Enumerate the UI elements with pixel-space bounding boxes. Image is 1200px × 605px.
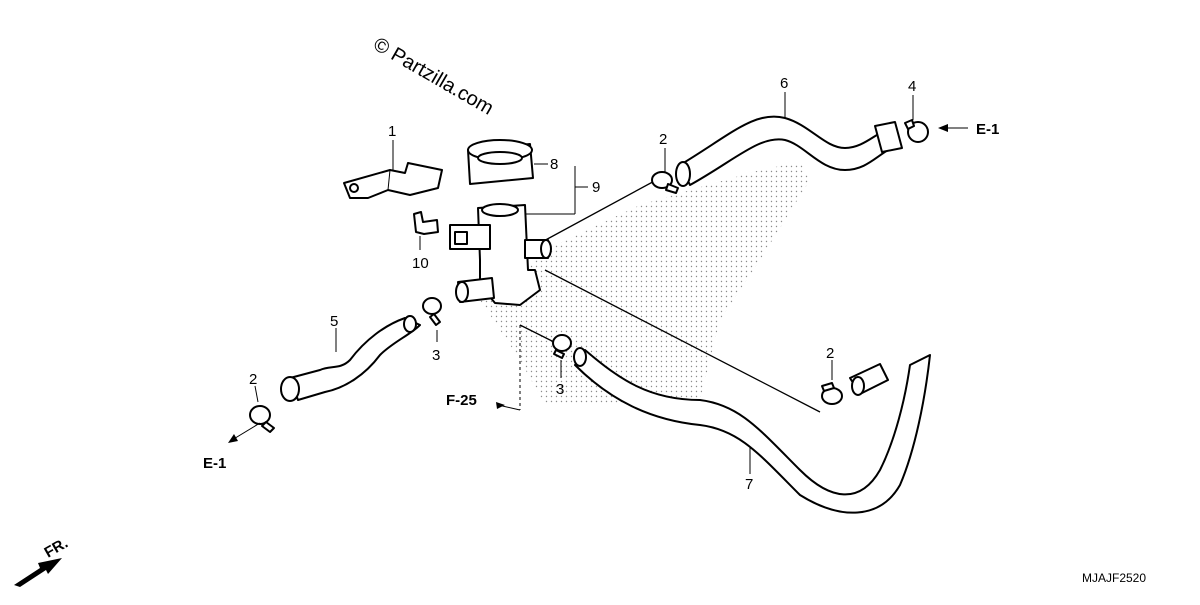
callout-2-right: 2 <box>826 345 834 362</box>
clamp-part-2-top <box>651 171 679 194</box>
rubber-mount-part-8 <box>467 139 534 185</box>
arrow-e1-right <box>938 124 968 132</box>
hose-part-7 <box>573 347 931 514</box>
callout-4: 4 <box>908 78 916 95</box>
callout-1: 1 <box>388 123 396 140</box>
ref-f25: F-25 <box>446 392 477 409</box>
ref-e1-left: E-1 <box>203 455 226 472</box>
callout-7: 7 <box>745 476 753 493</box>
ref-e1-right: E-1 <box>976 121 999 138</box>
bolt-part-10 <box>413 211 439 235</box>
callout-6: 6 <box>780 75 788 92</box>
clamp-part-3-left <box>422 297 442 326</box>
callout-3-mid: 3 <box>556 381 564 398</box>
diagram-code: MJAJF2520 <box>1082 571 1146 585</box>
callout-8: 8 <box>550 156 558 173</box>
arrow-f25 <box>496 402 505 409</box>
arrow-e1-left <box>228 422 261 443</box>
leader-lines <box>254 92 914 474</box>
front-direction-label: FR. <box>42 535 71 562</box>
clamp-part-4 <box>904 119 929 143</box>
clamp-part-2-right <box>821 382 843 405</box>
watermark-text: © Partzilla.com <box>370 33 498 119</box>
clamp-part-2-left <box>249 405 275 433</box>
callout-10: 10 <box>412 255 429 272</box>
callout-2-top: 2 <box>659 131 667 148</box>
bracket-part-1 <box>343 162 443 199</box>
air-valve-part-9 <box>449 203 552 306</box>
callout-5: 5 <box>330 313 338 330</box>
front-arrow-icon: FR. <box>14 535 71 587</box>
hose-part-6 <box>675 115 903 187</box>
callout-2-left: 2 <box>249 371 257 388</box>
callout-9: 9 <box>592 179 600 196</box>
hose-part-5 <box>280 315 421 402</box>
clamp-part-3-mid <box>552 334 572 359</box>
callout-3-left: 3 <box>432 347 440 364</box>
